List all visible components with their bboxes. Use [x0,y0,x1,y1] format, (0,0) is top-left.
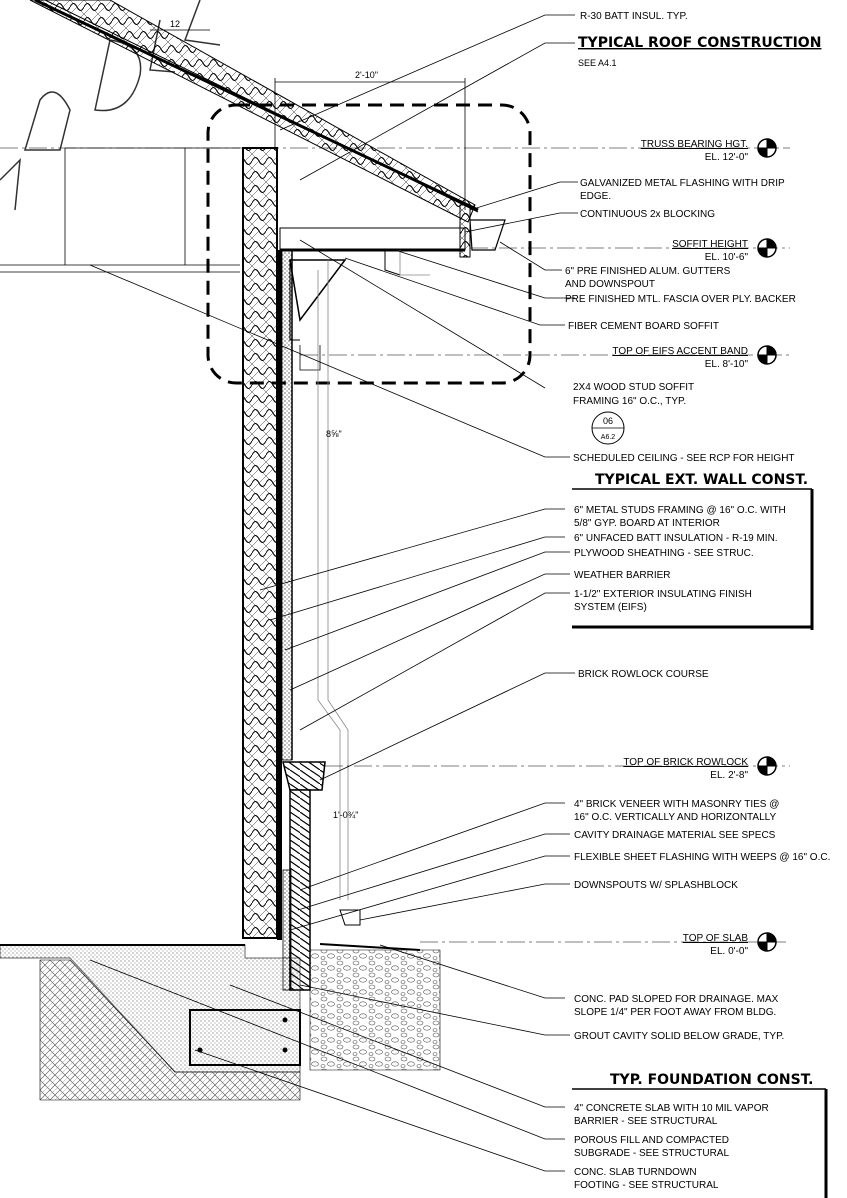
elev-label: TOP OF SLAB [683,933,749,944]
foundation-note: 4" CONCRETE SLAB WITH 10 MIL VAPOR [574,1103,769,1114]
note-pad: CONC. PAD SLOPED FOR DRAINAGE. MAX [574,994,779,1005]
note-grout: GROUT CAVITY SOLID BELOW GRADE, TYP. [574,1031,784,1042]
note-soffit: FIBER CEMENT BOARD SOFFIT [568,321,719,332]
detail-number: 06 [603,416,613,426]
note-gutter-2: AND DOWNSPOUT [565,279,655,290]
elev-label: SOFFIT HEIGHT [672,239,748,250]
wall-note: SYSTEM (EIFS) [574,602,647,613]
brick-note: FLEXIBLE SHEET FLASHING WITH WEEPS @ 16"… [574,852,830,863]
elev-value: EL. 10'-6" [705,252,749,263]
wall-note: 1-1/2" EXTERIOR INSULATING FINISH [574,589,752,600]
wall-assembly [242,147,293,940]
elev-value: EL. 8'-10" [705,359,749,370]
leader-lines [89,14,578,1172]
foundation-note: POROUS FILL AND COMPACTED [574,1135,729,1146]
elev-value: EL. 12'-0" [705,152,749,163]
downspout-lines [317,250,430,900]
note-soffit-framing-2: FRAMING 16" O.C., TYP. [573,396,686,407]
elev-value: EL. 2'-8" [710,770,748,781]
note-rowlock: BRICK ROWLOCK COURSE [578,669,709,680]
elevation-targets [0,138,790,952]
roof-see-ref: SEE A4.1 [578,58,617,68]
overhang-dim: 2'-10" [355,70,378,80]
elev-label: TOP OF BRICK ROWLOCK [623,757,748,768]
wall-note: 6" METAL STUDS FRAMING @ 16" O.C. WITH [574,505,786,516]
wall-thickness-dim: 8⅝" [326,429,342,439]
roof-slope-dim: 12 [170,19,180,29]
foundation-note: CONC. SLAB TURNDOWN [574,1167,697,1178]
detail-sheet: A6.2 [601,434,616,441]
note-blocking: CONTINUOUS 2x BLOCKING [580,209,715,220]
foundation-note: SUBGRADE - SEE STRUCTURAL [574,1148,729,1159]
soffit-framing [279,227,466,371]
foundation-note: BARRIER - SEE STRUCTURAL [574,1116,718,1127]
note-pad-2: SLOPE 1/4" PER FOOT AWAY FROM BLDG. [574,1007,776,1018]
roof-header: TYPICAL ROOF CONSTRUCTION [578,35,821,51]
wall-header: TYPICAL EXT. WALL CONST. [595,472,808,488]
note-gutter: 6" PRE FINISHED ALUM. GUTTERS [565,266,731,277]
foundation-note: FOOTING - SEE STRUCTURAL [574,1180,719,1191]
wall-note: 6" UNFACED BATT INSULATION - R-19 MIN. [574,533,778,544]
brick-note: 16" O.C. VERTICALLY AND HORIZONTALLY [574,812,776,823]
wall-note: 5/8" GYP. BOARD AT INTERIOR [574,518,720,529]
note-soffit-framing: 2X4 WOOD STUD SOFFIT [573,382,694,393]
note-flashing-2: EDGE. [580,191,611,202]
note-ceiling: SCHEDULED CEILING - SEE RCP FOR HEIGHT [573,453,795,464]
foundation-header: TYP. FOUNDATION CONST. [610,1072,813,1088]
note-flashing: GALVANIZED METAL FLASHING WITH DRIP [580,178,785,189]
roof-dimensions [150,29,466,210]
note-fascia: PRE FINISHED MTL. FASCIA OVER PLY. BACKE… [565,294,796,305]
foundation-assembly [0,943,441,1101]
wall-note: PLYWOOD SHEATHING - SEE STRUC. [574,548,754,559]
brick-dim: 1'-0¾" [333,810,358,820]
elev-value: EL. 0'-0" [710,946,748,957]
brick-note: 4" BRICK VENEER WITH MASONRY TIES @ [574,799,779,810]
brick-note: CAVITY DRAINAGE MATERIAL SEE SPECS [574,830,776,841]
elev-label: TRUSS BEARING HGT. [641,139,748,150]
brick-note: DOWNSPOUTS W/ SPLASHBLOCK [574,880,738,891]
note-insulation: R-30 BATT INSUL. TYP. [580,11,688,22]
interior-ceiling [0,147,240,273]
wall-note: WEATHER BARRIER [574,570,671,581]
elev-label: TOP OF EIFS ACCENT BAND [612,346,748,357]
